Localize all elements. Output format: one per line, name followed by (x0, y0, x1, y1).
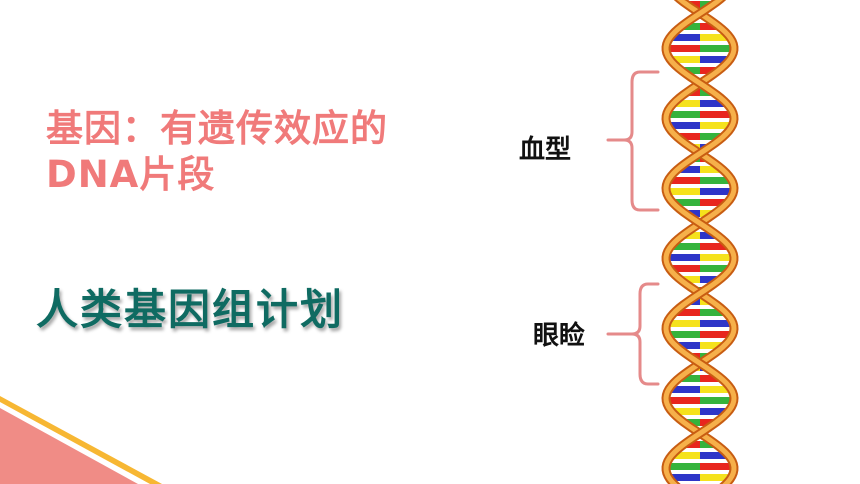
dna-base (700, 265, 731, 272)
dna-backbone-b (663, 0, 737, 484)
dna-base (666, 111, 700, 118)
dna-base (700, 45, 734, 52)
dna-base (700, 34, 730, 41)
dna-base (666, 320, 700, 327)
dna-base (700, 188, 734, 195)
dna-base (700, 397, 734, 404)
dna-base (666, 463, 700, 470)
dna-base (700, 243, 729, 250)
dna-backbone-a (663, 0, 737, 484)
dna-base (700, 100, 727, 107)
dna-base (670, 34, 700, 41)
dna-base (667, 331, 700, 338)
dna-base (700, 166, 722, 173)
dna-base (700, 177, 732, 184)
trait-label-blood-type: 血型 (519, 135, 572, 165)
dna-base (666, 45, 700, 52)
dna-base (700, 463, 734, 470)
trait-brackets (606, 70, 660, 386)
dna-base (667, 122, 700, 129)
dna-base (700, 23, 719, 30)
dna-base (679, 276, 700, 283)
dna-base (700, 408, 729, 415)
dna-base (700, 441, 716, 448)
dna-base (666, 254, 700, 261)
dna-base (676, 133, 700, 140)
dna-base (700, 375, 721, 382)
dna-base (672, 199, 700, 206)
dna-base (700, 56, 731, 63)
trait-label-eyelid: 眼睑 (533, 321, 586, 351)
dna-base (678, 166, 700, 173)
dna-base (680, 67, 700, 74)
dna-base (681, 23, 700, 30)
dna-base (700, 276, 721, 283)
dna-base (700, 199, 728, 206)
dna-base (666, 397, 700, 404)
dna-base (700, 309, 726, 316)
dna-base (671, 452, 700, 459)
corner-fill (0, 408, 138, 484)
dna-base (673, 100, 700, 107)
dna-base (668, 386, 700, 393)
dna-base (669, 56, 700, 63)
dna-base (684, 441, 700, 448)
bracket-eyelid (606, 282, 660, 386)
dna-base (674, 309, 700, 316)
dna-base (700, 122, 733, 129)
dna-base (666, 188, 700, 195)
dna-base (671, 408, 700, 415)
gene-definition-line-1: 基因：有遗传效应的 (46, 107, 388, 150)
dna-base (679, 375, 700, 382)
dna-base (700, 232, 717, 239)
project-title: 人类基因组计划 (36, 285, 345, 334)
dna-base (700, 111, 734, 118)
dna-base (700, 67, 720, 74)
dna-base (700, 386, 732, 393)
dna-base (700, 342, 725, 349)
dna-base (700, 254, 734, 261)
dna-base (700, 320, 734, 327)
dna-base (700, 474, 732, 481)
dna-base (700, 331, 733, 338)
dna-base (668, 474, 700, 481)
dna-helix-illustration (661, 0, 739, 484)
dna-base (700, 452, 729, 459)
dna-base (671, 243, 700, 250)
dna-base (675, 342, 700, 349)
bracket-blood-type (606, 70, 660, 212)
gene-definition-line-2: DNA片段 (46, 153, 216, 196)
dna-base (669, 265, 700, 272)
dna-base (700, 133, 724, 140)
dna-base (683, 232, 700, 239)
dna-base (668, 177, 700, 184)
gene-definition: 基因：有遗传效应的 DNA片段 (46, 106, 486, 198)
corner-stripe (0, 396, 162, 484)
